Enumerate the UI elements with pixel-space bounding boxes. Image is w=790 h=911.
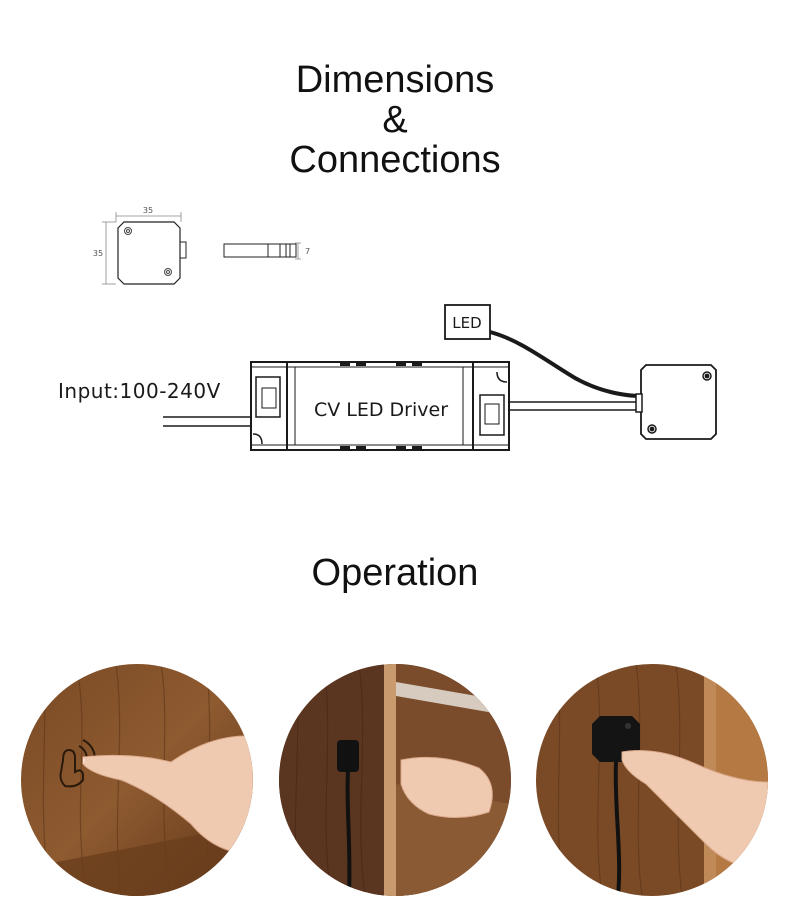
led-box [444,304,491,340]
operation-photo-cabinet [279,664,511,896]
driver-rib-marks [340,362,422,450]
sensor-switch [635,364,717,440]
title-dimensions: Dimensions [295,59,495,101]
dimension-height-label: 35 [93,249,103,258]
sensor-side-view [223,243,297,258]
diagram-canvas: 35 35 7 Input:100-240V [58,206,717,451]
title-operation: Operation [311,552,479,594]
sensor-top-view [117,221,187,285]
input-voltage-label: Input:100-240V [58,379,221,403]
input-wires [163,416,252,427]
dimension-lines [102,212,301,285]
driver-label: CV LED Driver [314,399,448,421]
title-connections: Connections [289,139,501,181]
led-label: LED [452,314,481,332]
led-driver [250,361,510,451]
output-wires [509,401,642,411]
operation-photo-sensor [536,664,768,896]
dimension-width-label: 35 [143,206,153,215]
led-cable [488,330,644,398]
dimension-thickness-label: 7 [305,247,310,256]
operation-photo-touch [21,664,253,896]
title-ampersand: & [382,99,408,141]
